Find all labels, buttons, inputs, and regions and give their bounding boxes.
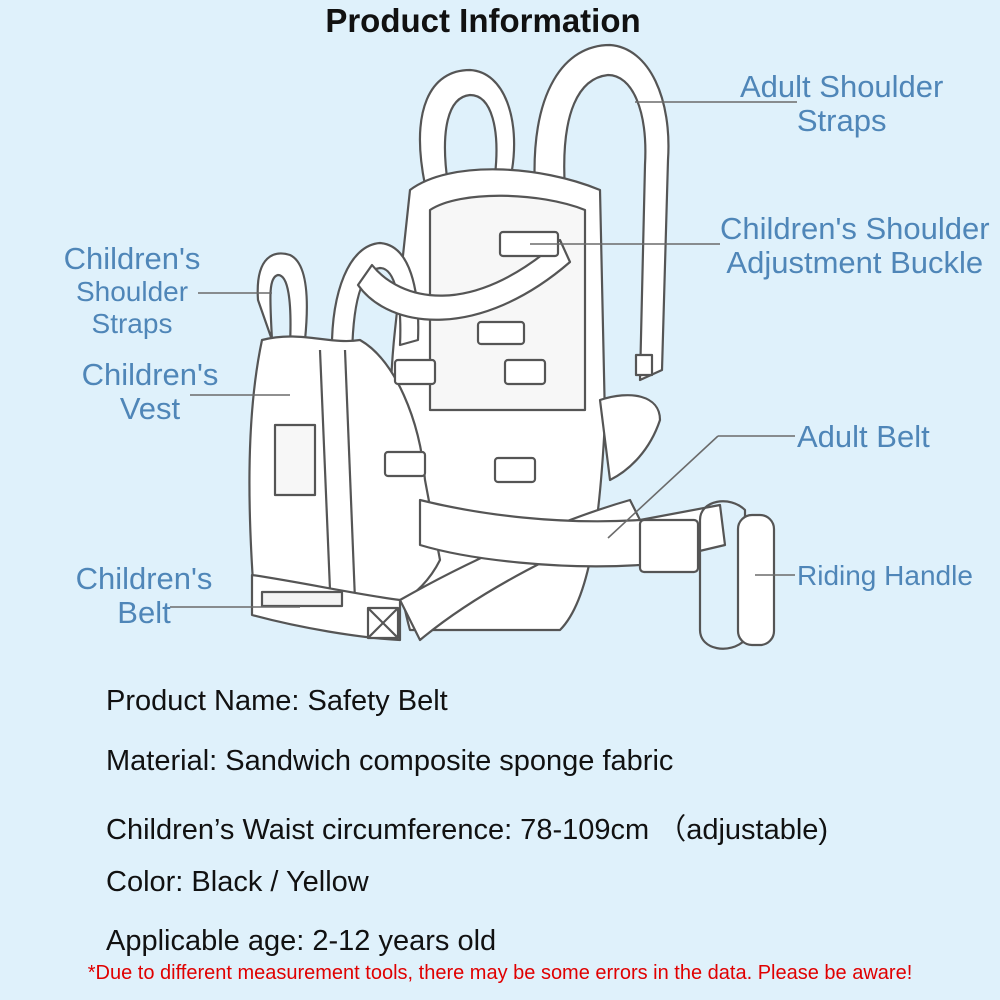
adult-strap-right bbox=[533, 43, 670, 382]
label-line: Straps bbox=[91, 308, 173, 339]
label-line: Children's bbox=[81, 357, 219, 392]
adult-strap-left bbox=[418, 68, 516, 187]
label-line: Vest bbox=[119, 391, 181, 426]
info-product-name: Product Name: Safety Belt bbox=[106, 685, 448, 717]
riding-handle-grip bbox=[736, 513, 776, 647]
label-line: Straps bbox=[796, 103, 887, 138]
label-children-vest: Children's Vest bbox=[68, 358, 232, 426]
label-adult-belt: Adult Belt bbox=[797, 419, 930, 454]
label-children-shoulder-straps: Children's Shoulder Straps bbox=[52, 242, 212, 340]
label-line: Children's bbox=[75, 561, 213, 596]
info-waist: Children’s Waist circumference: 78-109cm… bbox=[106, 814, 829, 846]
label-children-shoulder-buckle: Children's Shoulder Adjustment Buckle bbox=[720, 212, 990, 280]
label-line: Children's Shoulder bbox=[720, 211, 990, 246]
info-color: Color: Black / Yellow bbox=[106, 866, 369, 898]
page-title: Product Information bbox=[325, 2, 641, 39]
label-adult-shoulder-straps: Adult Shoulder Straps bbox=[740, 70, 943, 138]
leader-adult-belt bbox=[607, 435, 719, 539]
label-line: Shoulder bbox=[75, 276, 189, 307]
label-line: Children's bbox=[63, 241, 201, 276]
info-material: Material: Sandwich composite sponge fabr… bbox=[106, 745, 674, 777]
info-age: Applicable age: 2-12 years old bbox=[106, 925, 497, 957]
disclaimer-text: *Due to different measurement tools, the… bbox=[87, 962, 913, 984]
child-strap-left bbox=[256, 252, 308, 347]
label-line: Belt bbox=[117, 595, 171, 630]
label-riding-handle: Riding Handle bbox=[797, 560, 973, 591]
label-line: Adult Shoulder bbox=[740, 69, 944, 104]
label-children-belt: Children's Belt bbox=[62, 562, 226, 630]
label-line: Adjustment Buckle bbox=[726, 245, 984, 280]
vest-panel bbox=[248, 335, 442, 627]
